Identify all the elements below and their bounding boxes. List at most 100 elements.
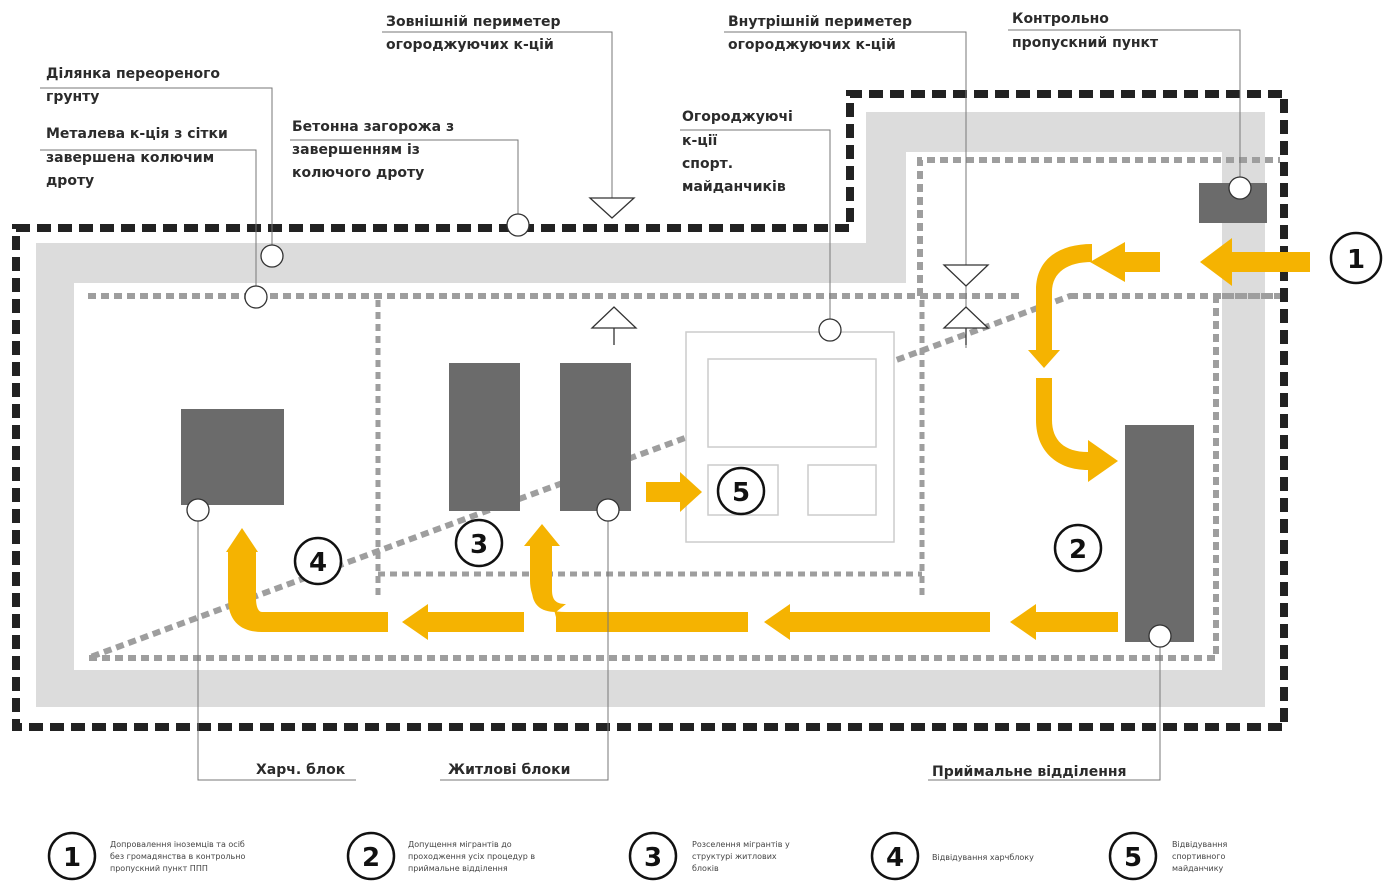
legend-text-5-2: спортивного	[1172, 852, 1226, 861]
arrow-to-sport	[646, 472, 702, 512]
svg-text:Харч. блок: Харч. блок	[256, 762, 346, 778]
route-arrows	[226, 238, 1310, 640]
label-plowed-1: Ділянка переореного	[46, 66, 220, 82]
arrow-west-1	[1010, 604, 1118, 640]
step-number-5: 5	[732, 478, 750, 508]
svg-text:1: 1	[1347, 245, 1365, 275]
svg-text:Металева к-ція з сітки: Металева к-ція з сітки	[46, 126, 228, 142]
svg-text:4: 4	[309, 548, 327, 578]
outer-perimeter-fence	[12, 90, 1288, 731]
legend-item-1: 1 Допровалення іноземців та осіб без гро…	[47, 831, 245, 881]
svg-text:Бетонна загорожа з: Бетонна загорожа з	[292, 119, 454, 135]
arrow-turn-food	[228, 552, 262, 632]
step-circle-2	[1053, 523, 1103, 573]
label-living-blocks: Житлові блоки	[448, 762, 570, 778]
legend-item-2: 2 Допущення мігрантів до проходження усі…	[346, 831, 535, 881]
step-circle-3	[454, 518, 504, 568]
svg-text:майданчиків: майданчиків	[682, 179, 786, 195]
svg-text:грунту: грунту	[46, 89, 99, 105]
svg-text:завершенням із: завершенням із	[292, 142, 420, 158]
legend-text-3-1: Розселення мігрантів у	[692, 840, 790, 849]
arrow-west-5	[262, 612, 388, 632]
marker-metal-fence	[244, 285, 268, 309]
legend-item-4: 4 Відвідування харчблоку	[870, 831, 1034, 881]
label-sport-fence-4: майданчиків	[682, 179, 786, 195]
arrow-down-1	[1028, 316, 1060, 368]
marker-inner-perimeter-bottom	[942, 306, 990, 329]
legend-text-5-3: майданчику	[1172, 864, 1224, 873]
svg-text:проходження усіх процедур в: проходження усіх процедур в	[408, 852, 535, 861]
annotation-labels: Зовнішній периметер огороджуючих к-цій В…	[46, 11, 1159, 780]
legend-text-3-2: структурі житлових	[692, 852, 777, 861]
legend-text-2-2: проходження усіх процедур в	[408, 852, 535, 861]
arrow-west-4	[402, 604, 524, 640]
legend-text-2-3: приймальне відділення	[408, 864, 508, 873]
label-metal-fence-3: дроту	[46, 173, 94, 189]
label-checkpoint-1: Контрольно	[1012, 11, 1109, 27]
label-inner-perimeter-1: Внутрішній периметер	[728, 14, 912, 30]
label-concrete-fence-2: завершенням із	[292, 142, 420, 158]
step-circle-5	[716, 466, 766, 516]
svg-text:Відвідування: Відвідування	[1172, 840, 1228, 849]
svg-text:огороджуючих к-цій: огороджуючих к-цій	[386, 37, 554, 53]
marker-living-block	[596, 498, 620, 522]
svg-text:колючого дроту: колючого дроту	[292, 165, 424, 181]
leader-markers	[186, 176, 1252, 648]
legend-number-3: 3	[644, 843, 662, 873]
legend-text-2-1: Допущення мігрантів до	[408, 840, 512, 849]
label-outer-perimeter-1: Зовнішній периметер	[386, 14, 561, 30]
food-block-building	[181, 409, 284, 505]
label-plowed-2: грунту	[46, 89, 99, 105]
label-food-block: Харч. блок	[256, 762, 346, 778]
svg-text:2: 2	[362, 843, 380, 873]
arrow-entry-1	[1200, 238, 1310, 286]
living-zone-fence	[375, 300, 925, 600]
svg-text:Ділянка переореного: Ділянка переореного	[46, 66, 220, 82]
label-concrete-fence-1: Бетонна загорожа з	[292, 119, 454, 135]
svg-text:5: 5	[1124, 843, 1142, 873]
svg-text:спортивного: спортивного	[1172, 852, 1226, 861]
legend-text-5-1: Відвідування	[1172, 840, 1228, 849]
svg-text:пропускний пункт ППП: пропускний пункт ППП	[110, 864, 208, 873]
svg-text:структурі житлових: структурі житлових	[692, 852, 777, 861]
svg-text:3: 3	[644, 843, 662, 873]
step-number-4: 4	[309, 548, 327, 578]
arrow-turn-living	[530, 546, 566, 632]
svg-text:Зовнішній периметер: Зовнішній периметер	[386, 14, 561, 30]
svg-text:Розселення мігрантів у: Розселення мігрантів у	[692, 840, 790, 849]
svg-text:Внутрішній периметер: Внутрішній периметер	[728, 14, 912, 30]
svg-text:дроту: дроту	[46, 173, 94, 189]
svg-text:Огороджуючі: Огороджуючі	[682, 109, 793, 125]
step-circle-4	[293, 536, 343, 586]
legend-text-4-1: Відвідування харчблоку	[932, 853, 1034, 862]
label-sport-fence-1: Огороджуючі	[682, 109, 793, 125]
svg-text:Допущення мігрантів до: Допущення мігрантів до	[408, 840, 512, 849]
marker-sport-fence	[818, 318, 842, 342]
svg-text:4: 4	[886, 843, 904, 873]
label-outer-perimeter-2: огороджуючих к-цій	[386, 37, 554, 53]
svg-text:1: 1	[63, 843, 81, 873]
arrow-turn-right	[1036, 378, 1118, 482]
marker-concrete-fence	[506, 213, 530, 237]
marker-plowed-ground	[260, 244, 284, 268]
svg-text:Житлові блоки: Житлові блоки	[448, 762, 570, 778]
plowed-ground-band	[36, 112, 1265, 707]
label-sport-fence-2: к-ції	[682, 133, 717, 149]
legend-text-1-2: без громадянства в контрольно	[110, 852, 245, 861]
arrow-west-2	[764, 604, 990, 640]
marker-inner-perimeter-top	[942, 264, 990, 287]
reception-building	[1125, 425, 1194, 642]
legend-text-1-3: пропускний пункт ППП	[110, 864, 208, 873]
living-block-building-2	[560, 363, 631, 511]
step-number-3: 3	[470, 530, 488, 560]
living-block-building-1	[449, 363, 520, 511]
svg-text:Відвідування харчблоку: Відвідування харчблоку	[932, 853, 1034, 862]
legend-number-2: 2	[362, 843, 380, 873]
legend-item-5: 5 Відвідування спортивного майданчику	[1108, 831, 1228, 881]
legend-number-4: 4	[886, 843, 904, 873]
arrow-entry-2	[1090, 242, 1160, 282]
leader-lines	[40, 29, 1241, 781]
svg-text:к-ції: к-ції	[682, 133, 717, 149]
step-numbers: 1 2 3 4 5	[293, 231, 1383, 586]
marker-reception	[1148, 624, 1172, 648]
